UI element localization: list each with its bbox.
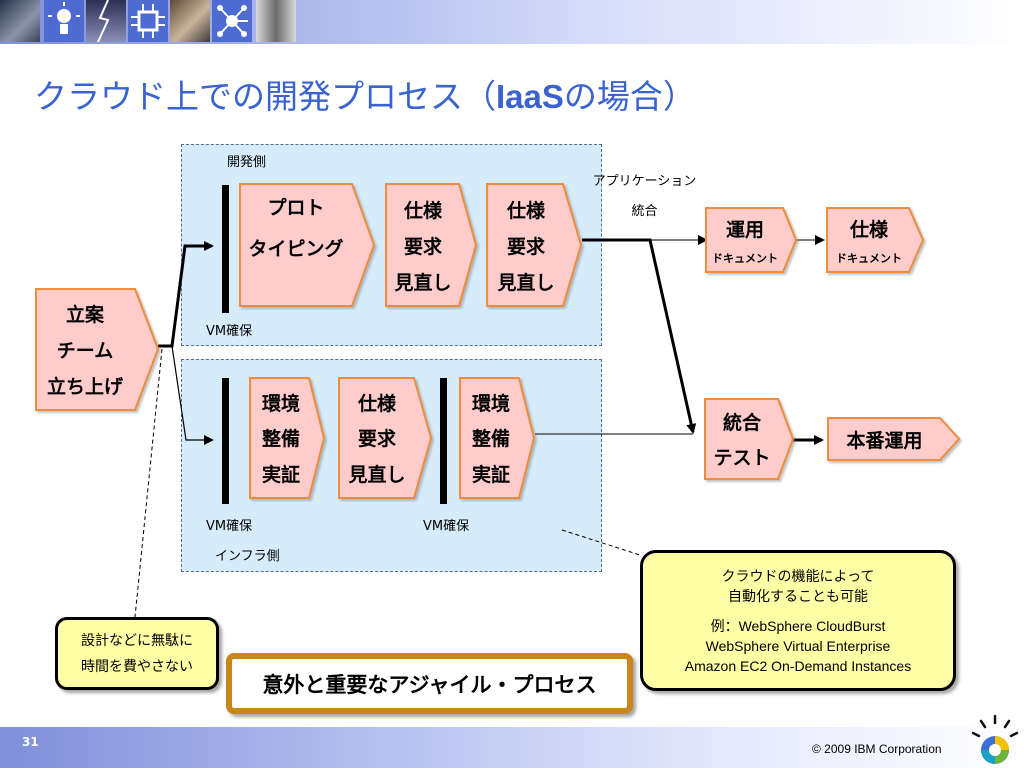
vm-label: VM確保: [206, 324, 253, 339]
step-spec-review: 仕様 要求 見直し: [486, 183, 583, 307]
step-integration-test: 統合 テスト: [704, 398, 795, 480]
step-text: 要求: [403, 235, 442, 258]
step-env-setup: 環境 整備 実証: [249, 377, 326, 499]
step-text: 本番運用: [846, 429, 923, 452]
doc-title: 運用: [725, 218, 764, 241]
step-text: 環境: [261, 393, 300, 416]
vm-label: VM確保: [423, 519, 470, 534]
footer-band: [0, 727, 1024, 768]
doc-subtitle: ドキュメント: [836, 251, 902, 265]
step-text: 要求: [506, 235, 545, 258]
step-text: 見直し: [348, 463, 406, 486]
app-integration-line: アプリケーション: [592, 174, 697, 189]
callout-text: 時間を費やさない: [81, 658, 193, 675]
step-text: プロト: [267, 197, 325, 219]
step-text: 整備: [261, 428, 300, 451]
vm-bar: [222, 378, 229, 504]
app-integration-label: アプリケーション 統合: [587, 167, 702, 227]
step-text: テスト: [713, 447, 771, 469]
infra-side-label: インフラ側: [215, 549, 280, 564]
dev-side-label: 開発側: [227, 155, 267, 170]
step-text: 統合: [722, 412, 761, 434]
page-number: 31: [22, 735, 39, 749]
ibm-smarter-planet-icon: [970, 714, 1020, 766]
step-text: 要求: [357, 428, 396, 451]
step-text: 整備: [471, 428, 510, 451]
spec-document: 仕様 ドキュメント: [826, 207, 925, 273]
step-text: 実証: [261, 463, 300, 486]
step-team-setup: 立案 チーム 立ち上げ: [35, 288, 160, 411]
step-text: チーム: [56, 339, 114, 362]
lightbulb-photo-icon: [0, 0, 40, 42]
callout-text: 例：WebSphere CloudBurst: [710, 617, 886, 634]
doc-title: 仕様: [849, 218, 888, 241]
step-text: 見直し: [394, 271, 452, 294]
step-text: 仕様: [357, 393, 396, 416]
step-text: 環境: [471, 393, 510, 416]
lightning-icon: [86, 0, 126, 43]
step-prototyping: プロト タイピング: [239, 183, 376, 307]
callout-text: クラウドの機能によって: [721, 567, 875, 584]
page-title: クラウド上での開発プロセス（IaaSの場合）: [34, 70, 696, 118]
hands-icon: [170, 0, 210, 42]
chip-icon: [128, 0, 168, 42]
title-text-suffix: の場合）: [563, 77, 696, 116]
callout-text: Amazon EC2 On-Demand Instances: [684, 657, 912, 674]
step-text: 見直し: [497, 271, 555, 294]
title-text: クラウド上での開発プロセス（: [34, 77, 496, 116]
step-text: 立案: [65, 304, 104, 327]
step-text: タイピング: [248, 238, 344, 260]
step-spec-review: 仕様 要求 見直し: [338, 377, 433, 499]
step-production: 本番運用: [827, 417, 961, 461]
step-env-setup: 環境 整備 実証: [459, 377, 536, 499]
callout-automation: クラウドの機能によって 自動化することも可能 例：WebSphere Cloud…: [640, 550, 956, 691]
callout-agile: 意外と重要なアジャイル・プロセス: [226, 653, 633, 714]
app-integration-line: 統合: [631, 204, 658, 219]
vm-label: VM確保: [206, 519, 253, 534]
copyright: © 2009 IBM Corporation: [812, 742, 942, 756]
step-text: 仕様: [403, 199, 442, 222]
step-spec-review: 仕様 要求 見直し: [385, 183, 478, 307]
callout-text: WebSphere Virtual Enterprise: [705, 637, 891, 654]
callout-text: 設計などに無駄に: [81, 632, 193, 649]
callout-text: 自動化することも可能: [728, 587, 868, 604]
step-text: 立ち上げ: [46, 375, 123, 398]
title-iaas: IaaS: [496, 78, 564, 115]
doc-subtitle: ドキュメント: [712, 251, 778, 265]
lightbulb-icon: [44, 0, 84, 42]
step-text: 仕様: [506, 199, 545, 222]
network-node-icon: [212, 0, 252, 42]
ops-document: 運用 ドキュメント: [705, 207, 798, 273]
corridor-icon: [256, 0, 296, 42]
step-text: 実証: [471, 463, 510, 486]
vm-bar: [440, 378, 447, 504]
callout-no-waste: 設計などに無駄に 時間を費やさない: [55, 617, 219, 690]
vm-bar: [222, 185, 229, 313]
callout-text: 意外と重要なアジャイル・プロセス: [262, 672, 597, 697]
header-band: [0, 0, 1024, 44]
